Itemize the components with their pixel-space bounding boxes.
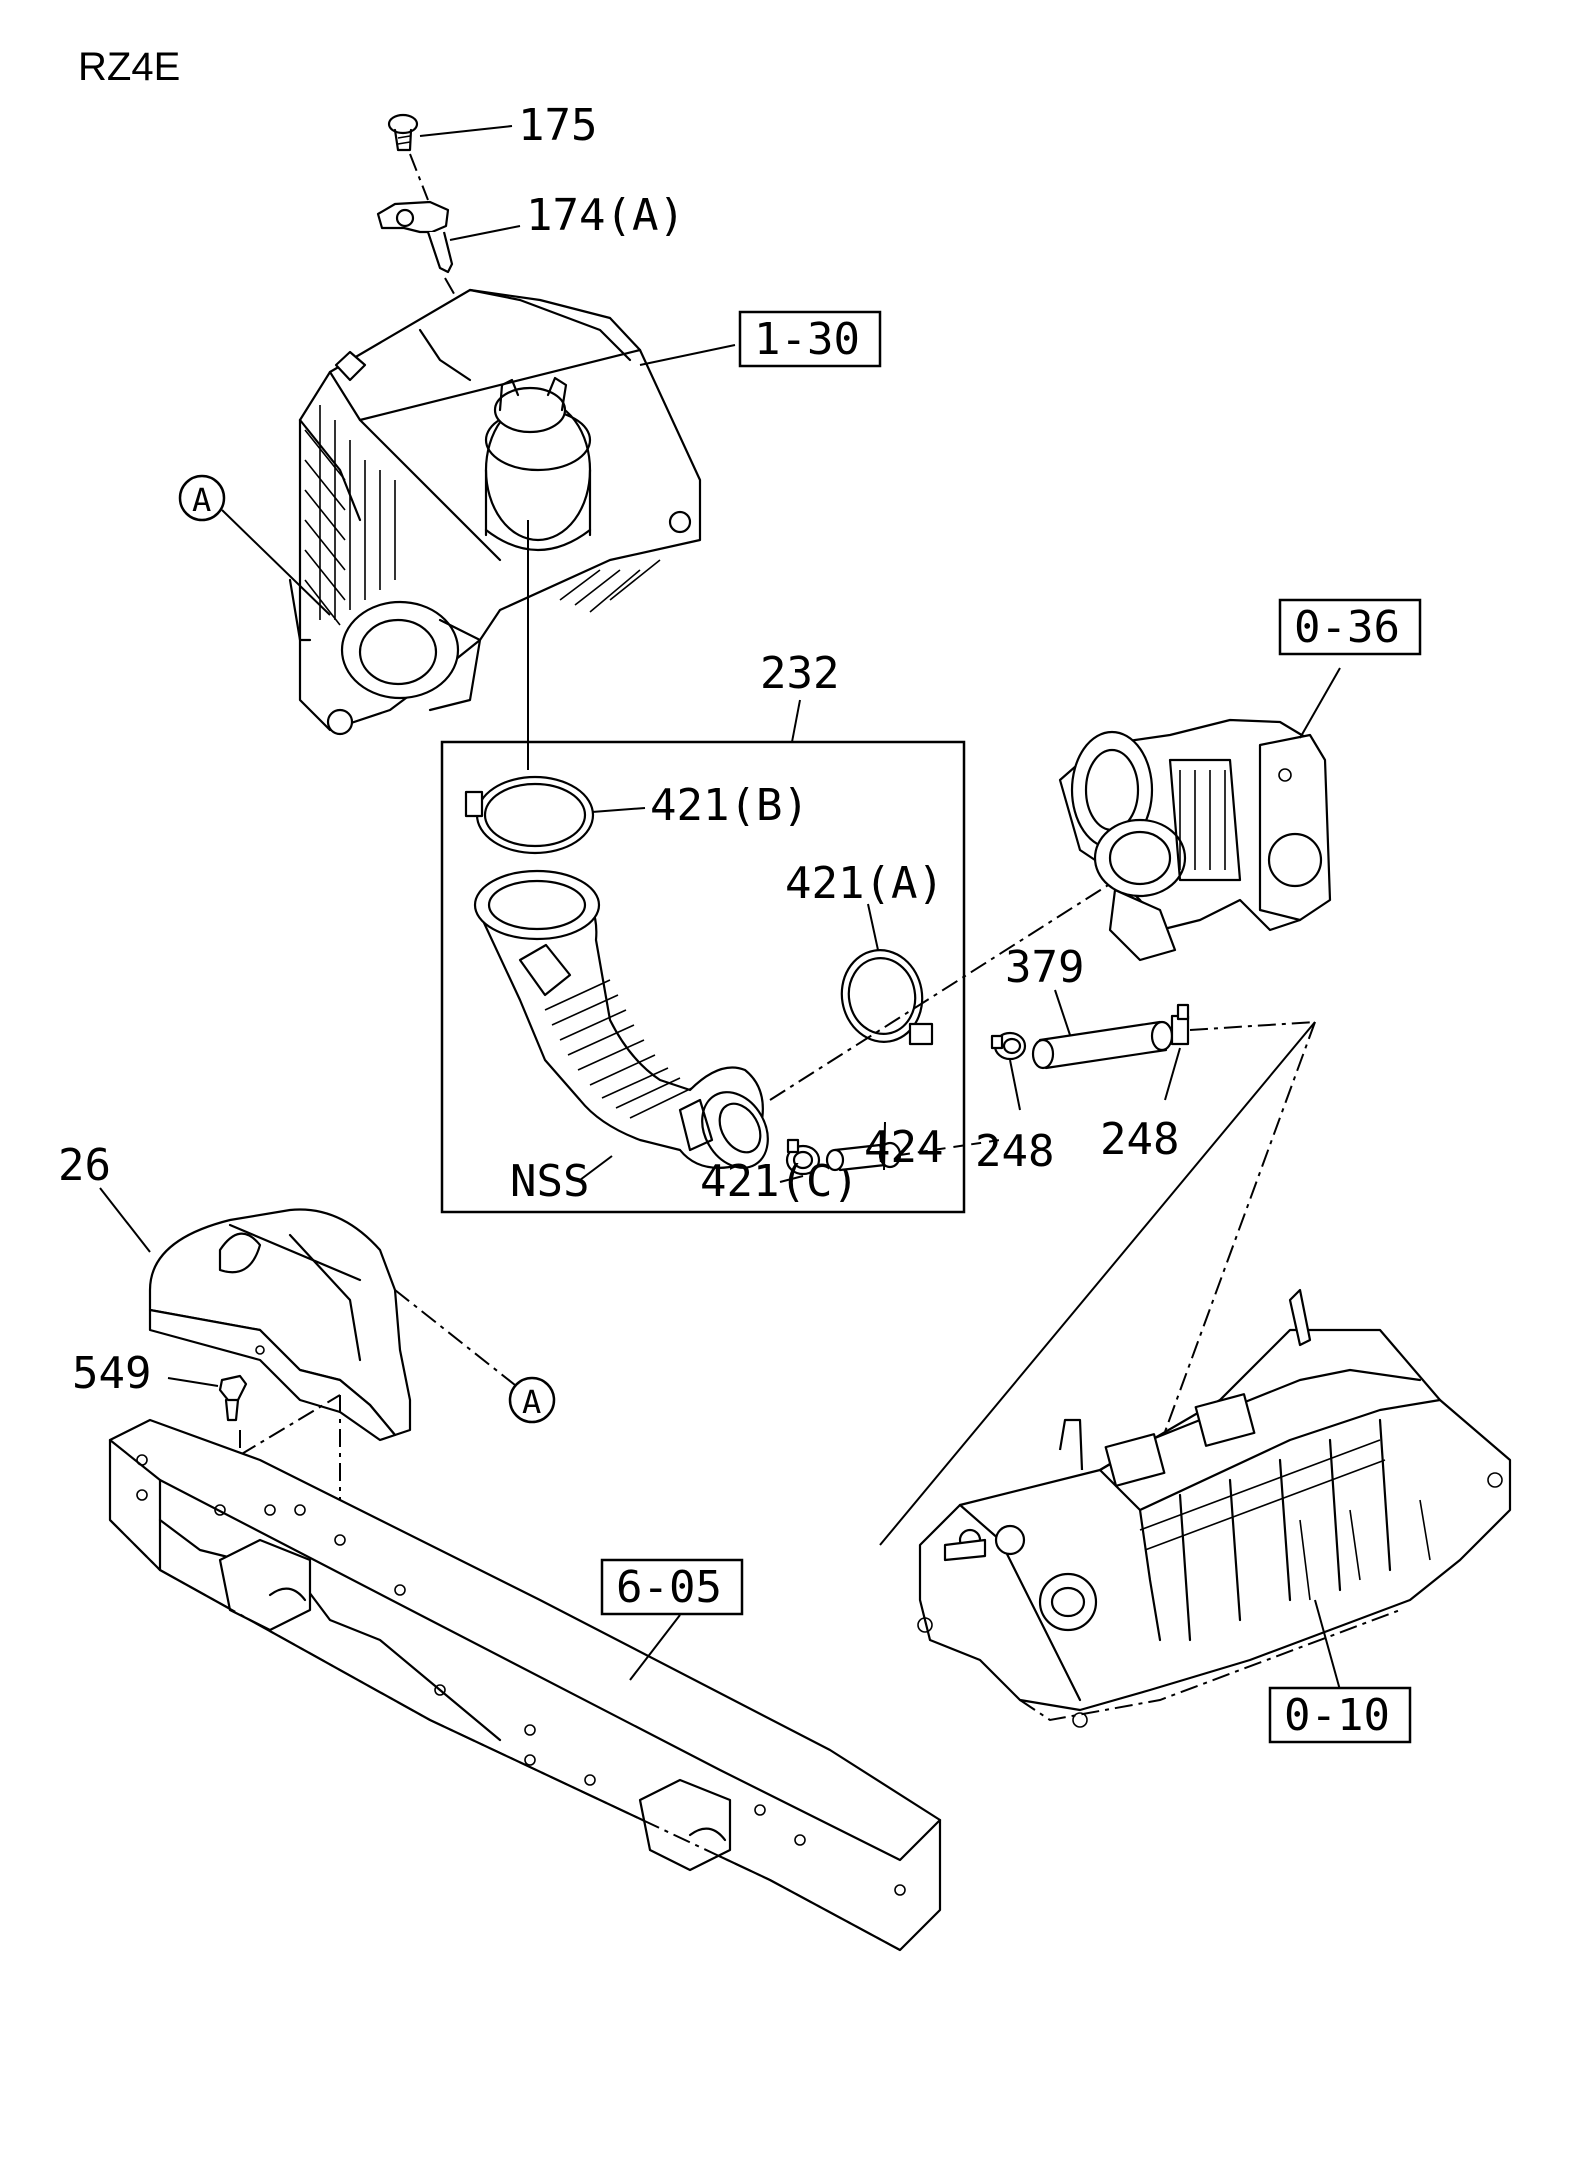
hose-379-drawing [1031,1020,1174,1070]
clamp-421a-drawing [840,949,934,1046]
label-175: 175 [518,100,597,151]
label-26: 26 [58,1140,111,1191]
label-379: 379 [1005,942,1084,993]
clamp-421b-drawing [464,775,595,855]
bolt-175-drawing [387,113,419,152]
crossmember-drawing [108,1418,942,1952]
clip-248-right-drawing [1170,1003,1190,1046]
ref-box-1-30[interactable] [738,310,882,368]
ref-box-0-10[interactable] [1268,1686,1412,1744]
label-549: 549 [72,1348,151,1399]
marker-a-top: A [192,481,211,519]
hose-nss-drawing [473,869,769,1169]
marker-a-circle-bottom [508,1376,556,1424]
label-421a: 421(A) [785,858,944,909]
marker-a-bottom: A [522,1383,541,1421]
ref-0-10[interactable]: 0-10 [1284,1690,1390,1741]
sensor-174a-drawing [376,200,454,274]
ref-1-30[interactable]: 1-30 [754,314,860,365]
page-title: RZ4E [78,45,180,89]
duct-26-drawing [148,1208,412,1442]
label-nss: NSS [510,1156,589,1207]
ref-box-6-05[interactable] [600,1558,744,1616]
label-232: 232 [760,648,839,699]
label-248-left: 248 [975,1126,1054,1177]
marker-a-circle-top [178,474,226,522]
clip-549-drawing [218,1374,248,1422]
ref-6-05[interactable]: 6-05 [616,1562,722,1613]
ref-box-0-36[interactable] [1278,598,1422,656]
turbocharger-drawing [1058,718,1332,962]
label-174a: 174(A) [526,190,685,241]
label-424-visible: 424 [864,1122,943,1173]
label-248-right: 248 [1100,1114,1179,1165]
label-421b: 421(B) [650,780,809,831]
ref-0-36[interactable]: 0-36 [1294,602,1400,653]
clamp-421c-drawing [785,1138,821,1176]
clip-248-left-drawing [990,1031,1027,1061]
air-cleaner-drawing [288,288,702,736]
cylinder-head-drawing [917,1288,1512,1728]
